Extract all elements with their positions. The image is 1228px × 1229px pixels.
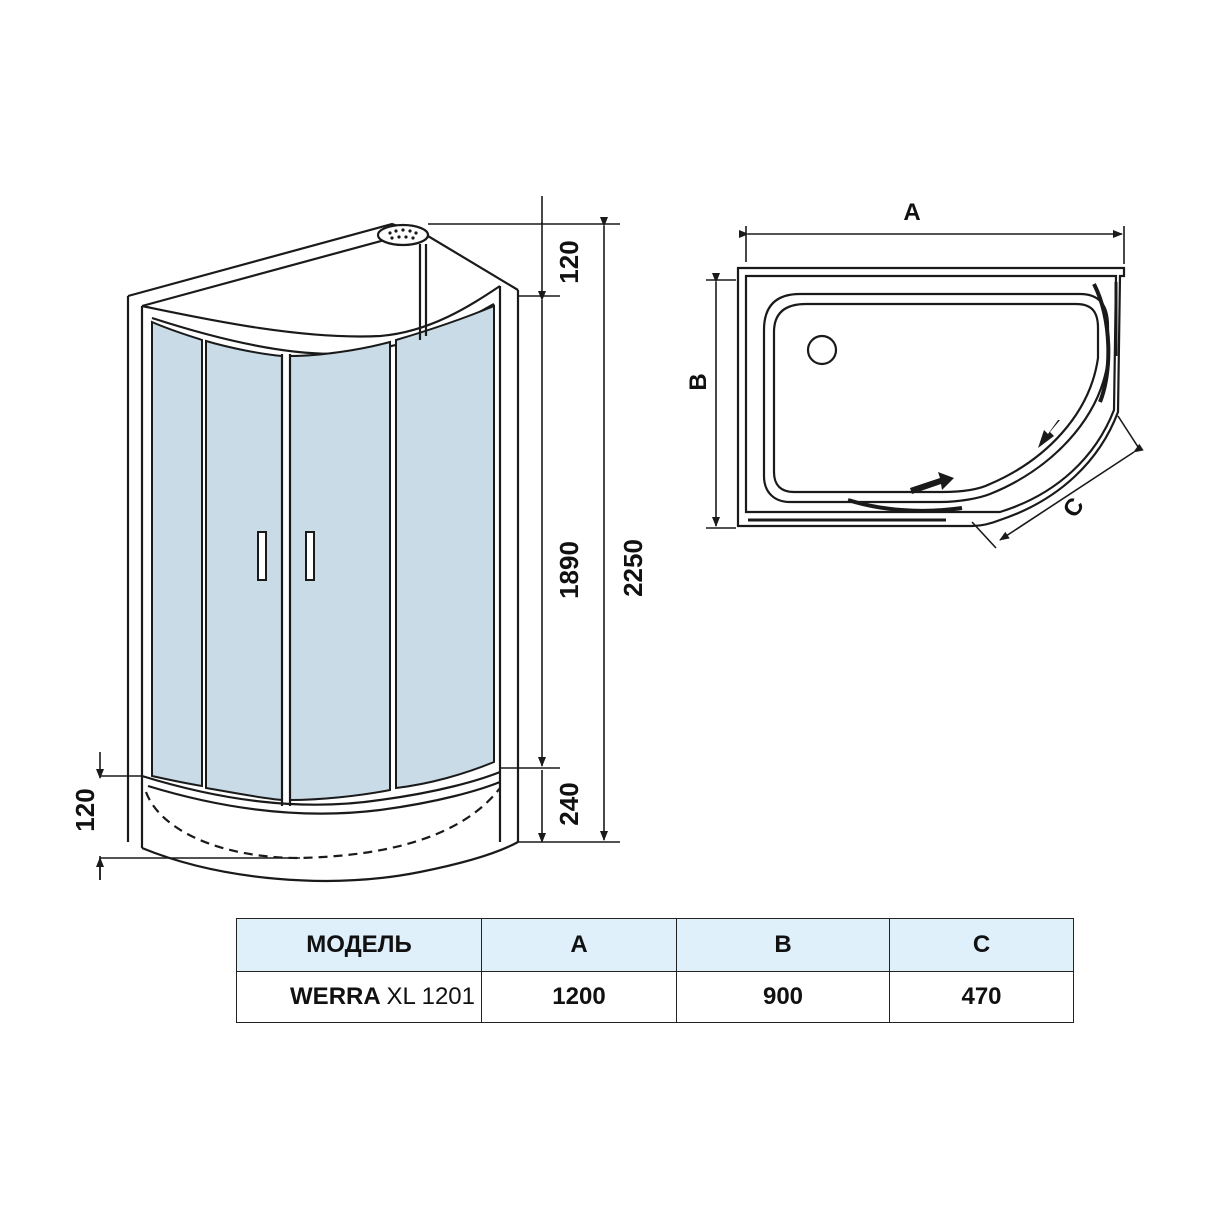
cabin-bottom-frame-inner [147, 780, 501, 815]
shower-head-nozzles [388, 228, 418, 240]
header-a: A [481, 918, 677, 972]
cabin-left-post [126, 296, 144, 848]
glass-panels [151, 304, 495, 802]
dim-door-height: 1890 [554, 541, 584, 599]
dim-total-height: 2250 [618, 539, 648, 597]
left-door-handle [257, 531, 267, 581]
header-model: МОДЕЛЬ [236, 918, 482, 972]
cabin-right-post [498, 286, 520, 842]
door-frame-center [280, 354, 292, 806]
header-c: C [889, 918, 1074, 972]
shower-pipe [418, 244, 428, 340]
door-arrows [910, 420, 1060, 494]
top-door-bottom [847, 498, 963, 513]
label-b: B [685, 373, 712, 390]
dim-top-gap: 120 [554, 240, 584, 283]
cell-model: WERRA XL 1201 [236, 971, 482, 1023]
drain-icon [806, 334, 838, 366]
right-door-handle [305, 531, 315, 581]
label-c: C [1058, 493, 1090, 523]
cabin-top-back-inner-edge [141, 236, 393, 308]
model-name-bold: WERRA [290, 983, 380, 1010]
tray-basin-inner [772, 302, 1100, 494]
shower-head-icon [376, 223, 430, 247]
tray-outline-inner [744, 274, 1118, 514]
side-view [126, 222, 520, 882]
glass-panel-right-fixed [395, 304, 495, 790]
cabin-top-back-edge [127, 222, 519, 298]
cell-a: 1200 [481, 971, 677, 1023]
dim-tray-height: 240 [554, 782, 584, 825]
spec-table-header-row: МОДЕЛЬ A B C [236, 918, 1074, 972]
arrow-door-right-icon [1038, 420, 1060, 448]
glass-panel-left-door [205, 339, 283, 802]
glass-panel-left-fixed [151, 320, 203, 788]
cell-c: 470 [889, 971, 1074, 1023]
label-a: A [903, 199, 920, 226]
tray-basin [762, 292, 1110, 504]
arrow-door-bottom-icon [910, 472, 954, 494]
shower-tray-front [141, 841, 519, 882]
cell-b: 900 [676, 971, 890, 1023]
cabin-top-frame [141, 285, 501, 338]
glass-panel-right-door [289, 340, 391, 802]
top-door-right [1092, 283, 1111, 403]
cabin-bottom-frame [141, 770, 501, 806]
side-dimension-lines [96, 196, 620, 880]
top-dimension-lines [706, 226, 1144, 549]
header-b: B [676, 918, 890, 972]
dim-tray-step: 120 [70, 788, 100, 831]
shower-tray-hidden-curve [144, 787, 501, 860]
spec-table: МОДЕЛЬ A B C WERRA XL 1201 1200 900 470 [236, 918, 1074, 1023]
side-dimension-texts: 120 1890 240 2250 120 [70, 240, 648, 831]
table-row: WERRA XL 1201 1200 900 470 [236, 971, 1074, 1023]
model-name-rest: XL 1201 [386, 983, 475, 1010]
